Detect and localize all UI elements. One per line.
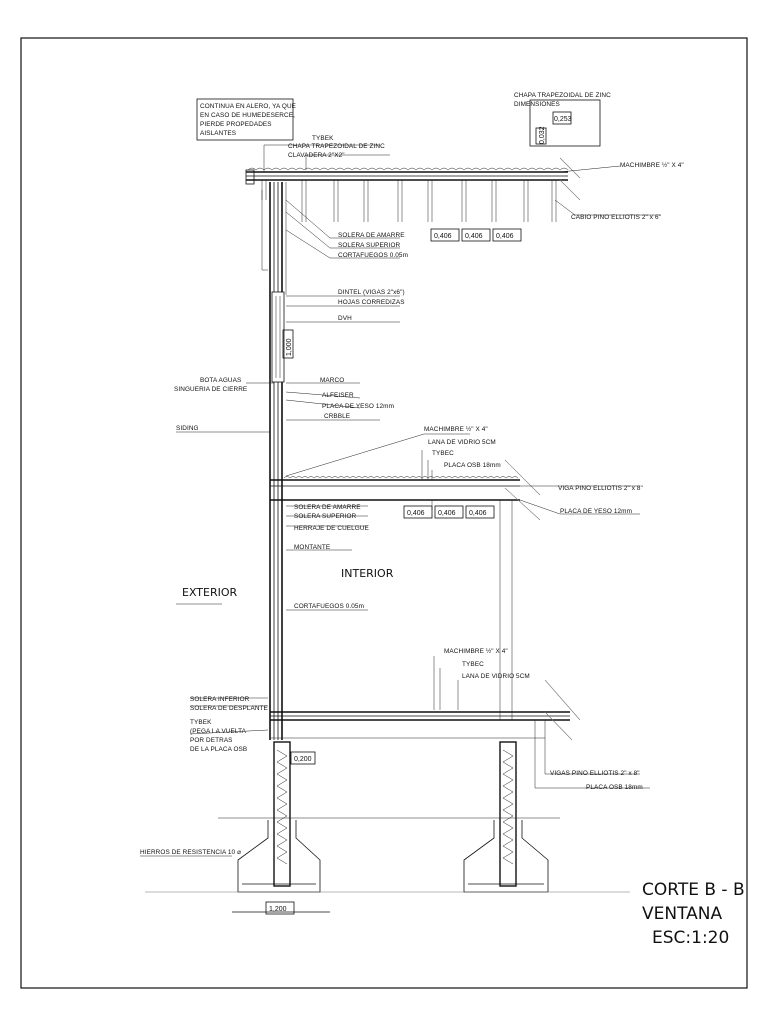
note-alero-2: EN CASO DE HUMEDESERCE, <box>200 112 295 119</box>
label-placa-osb-mid: PLACA OSB 18mm <box>444 462 501 469</box>
note-alero-3: PIERDE PROPEDADES <box>200 121 272 128</box>
dimension-marks <box>232 99 601 915</box>
label-hojas: HOJAS CORREDIZAS <box>338 299 405 306</box>
label-placa-yeso-mid: PLACA DE YESO 12mm <box>560 508 632 515</box>
label-solera-inferior: SOLERA INFERIOR <box>190 696 250 703</box>
dim-0-406-a: 0,406 <box>434 233 452 240</box>
label-clavadera: CLAVADERA 2"X2" <box>288 152 345 159</box>
tybek-note-1: TYBEK <box>190 719 212 726</box>
sheet-border <box>20 37 748 989</box>
label-montante: MONTANTE <box>294 544 330 551</box>
label-crbble: CRBBLE <box>324 413 350 420</box>
label-hierros: HIERROS DE RESISTENCIA 10 ⌀ <box>140 849 241 856</box>
dim-0-406-d: 0,406 <box>407 510 425 517</box>
note-alero-4: AISLANTES <box>200 130 236 137</box>
chapa-box-title-1: CHAPA TRAPEZOIDAL DE ZINC <box>514 92 611 99</box>
dim-0-406-f: 0,406 <box>469 510 487 517</box>
label-cortafuegos-mid: CORTAFUEGOS 0.05m <box>294 603 364 610</box>
label-dintel: DINTEL (VIGAS 2"x6") <box>338 289 405 296</box>
title-ventana: VENTANA <box>642 904 722 924</box>
label-solera-superior-mid: SOLERA SUPERIOR <box>294 513 357 520</box>
label-bota-aguas: BOTA AGUAS <box>200 377 241 384</box>
label-chapa-zinc: CHAPA TRAPEZOIDAL DE ZINC <box>288 143 385 150</box>
label-exterior: EXTERIOR <box>182 586 238 599</box>
title-escala: ESC:1:20 <box>652 928 729 948</box>
label-machimbre-top: MACHIMBRE ½" X 4" <box>620 161 684 169</box>
note-box <box>196 98 294 141</box>
dim-0-200: 0,200 <box>294 756 312 763</box>
label-solera-amarre-top: SOLERA DE AMARRE <box>338 232 405 239</box>
dim-0-406-c: 0,406 <box>496 233 514 240</box>
label-machimbre-low: MACHIMBRE ½" X 4" <box>444 647 508 655</box>
dim-0-406-e: 0,406 <box>438 510 456 517</box>
tybek-note-2: (PEGA LA VUELTA <box>190 728 247 735</box>
label-solera-desplante: SOLERA DE DESPLANTE <box>190 705 268 712</box>
label-dvh: DVH <box>338 315 352 322</box>
dim-0-253: 0,253 <box>554 116 572 123</box>
label-siding: SIDING <box>176 425 199 432</box>
label-lana-mid: LANA DE VIDRIO 5CM <box>428 439 496 446</box>
label-lana-low: LANA DE VIDRIO 5CM <box>462 673 530 680</box>
label-machimbre-mid: MACHIMBRE ½" X 4" <box>424 425 488 433</box>
note-alero-1: CONTINUA EN ALERO, YA QUE <box>200 103 296 110</box>
label-cabio: CABIO PINO ELLIOTIS 2" x 6" <box>571 214 661 221</box>
label-cortafuegos-top: CORTAFUEGOS 0.05m <box>338 252 408 259</box>
label-herraje: HERRAJE DE CUELGUE <box>294 525 369 532</box>
wall-section <box>145 182 630 893</box>
label-vigas-low: VIGAS PINO ELLIOTIS 2" x 8" <box>550 770 640 777</box>
label-singueria: SINGUERIA DE CIERRE <box>174 386 247 393</box>
label-solera-amarre-mid: SOLERA DE AMARRE <box>294 504 361 511</box>
label-interior: INTERIOR <box>341 567 394 580</box>
label-solera-superior-top: SOLERA SUPERIOR <box>338 242 401 249</box>
label-tybec-low: TYBEC <box>462 661 484 668</box>
label-viga-mid: VIGA PINO ELLIOTIS 2" x 8" <box>558 485 643 492</box>
tybek-note-4: DE LA PLACA OSB <box>190 746 247 753</box>
label-marco: MARCO <box>320 377 344 384</box>
label-placa-yeso-wall: PLACA DE YESO 12mm <box>322 403 394 410</box>
title-corte: CORTE B - B <box>642 880 745 900</box>
label-placa-osb-low: PLACA OSB 18mm <box>586 784 643 791</box>
dim-1-000: 1,000 <box>286 338 293 356</box>
roof-assembly <box>245 157 581 222</box>
label-alfeiser: ALFEISER <box>322 392 354 399</box>
chapa-box-title-2: DIMENSIONES <box>514 101 560 108</box>
dim-0-032: 0,032 <box>539 126 546 144</box>
tybek-note-3: POR DETRAS <box>190 737 233 744</box>
label-tybec-mid: TYBEC <box>432 450 454 457</box>
label-tybek-top: TYBEK <box>312 135 334 142</box>
dim-0-406-b: 0,406 <box>465 233 483 240</box>
dim-1-200: 1,200 <box>269 906 287 913</box>
leader-lines <box>140 144 660 857</box>
